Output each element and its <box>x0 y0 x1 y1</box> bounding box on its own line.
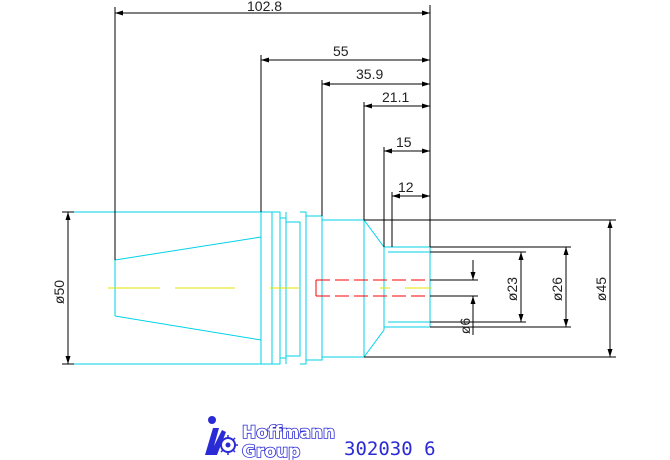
taper-lower-line <box>114 315 262 341</box>
taper-upper-line <box>114 236 262 261</box>
groove-profile <box>286 221 301 357</box>
cone-lower <box>363 329 385 358</box>
brand-name-line2: Group <box>242 442 300 460</box>
dim-length-35-9: 35.9 <box>356 66 383 82</box>
dim-diameter-50: ø50 <box>51 280 67 304</box>
dim-diameter-23: ø23 <box>504 277 520 301</box>
dim-overall-length: 102.8 <box>247 0 282 14</box>
arrowheads <box>65 10 613 364</box>
hoffmann-logo-icon <box>205 416 238 455</box>
part-number: 302030 6 <box>344 438 436 460</box>
dim-length-55: 55 <box>333 43 349 59</box>
shank-step <box>306 215 323 361</box>
dim-diameter-45: ø45 <box>593 277 609 301</box>
part-outline <box>67 211 431 365</box>
holder-body <box>67 211 273 365</box>
dim-diameter-6: ø6 <box>457 318 473 335</box>
brand-name-line1: Hoffmann <box>242 423 335 443</box>
dim-length-12: 12 <box>398 179 414 195</box>
flange-profile <box>300 211 307 365</box>
dim-length-15: 15 <box>396 134 412 150</box>
dim-length-21-1: 21.1 <box>382 89 409 105</box>
collar-top <box>272 211 287 219</box>
cone-upper <box>363 219 385 248</box>
dimensions <box>62 5 616 365</box>
collar-bottom <box>272 357 287 365</box>
dim-diameter-26: ø26 <box>549 277 565 301</box>
hidden-bore <box>315 279 430 297</box>
